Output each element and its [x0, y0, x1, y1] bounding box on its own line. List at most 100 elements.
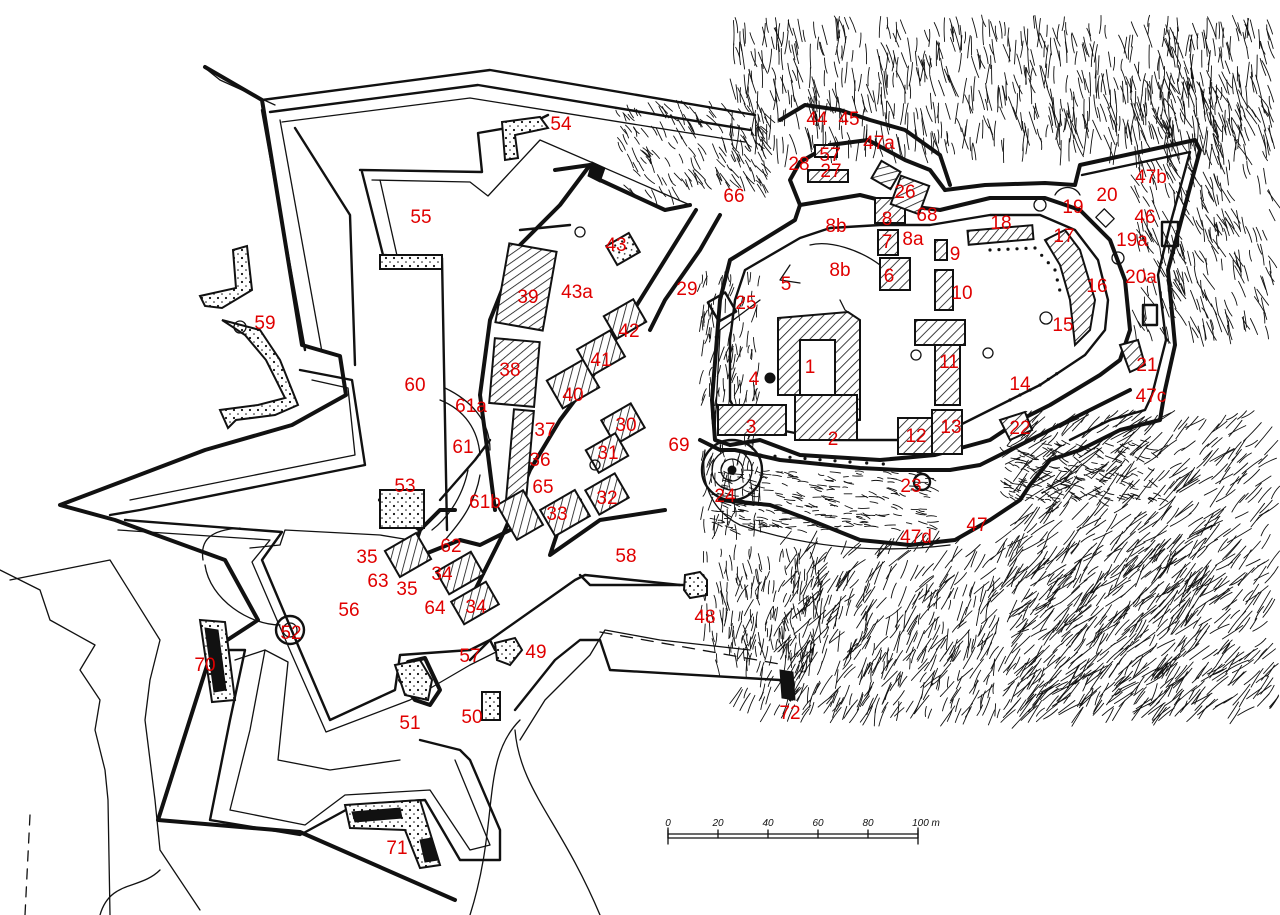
- feature-label-11: 11: [939, 352, 959, 373]
- feature-label-46: 46: [1134, 207, 1155, 228]
- feature-label-59: 59: [254, 313, 275, 334]
- feature-label-72: 72: [779, 703, 800, 724]
- feature-label-36: 36: [529, 450, 550, 471]
- feature-label-71: 71: [386, 838, 407, 859]
- feature-label-15: 15: [1052, 315, 1073, 336]
- feature-label-2: 2: [828, 429, 839, 450]
- rock-terrain-hachures: [615, 14, 1280, 729]
- feature-label-52: 52: [280, 623, 301, 644]
- feature-label-47: 47: [966, 515, 987, 536]
- feature-label-43: 43: [605, 235, 626, 256]
- upper-castle-buildings: [706, 144, 1180, 492]
- feature-label-40: 40: [562, 385, 583, 406]
- feature-label-35: 35: [396, 579, 417, 600]
- feature-label-69: 69: [668, 435, 689, 456]
- feature-label-51: 51: [399, 713, 420, 734]
- scale-tick-label: 20: [711, 818, 724, 829]
- feature-label-64: 64: [424, 598, 446, 619]
- feature-label-12: 12: [905, 426, 926, 447]
- feature-label-8b: 8b: [829, 260, 850, 281]
- feature-label-54: 54: [550, 114, 572, 135]
- feature-label-18: 18: [990, 213, 1011, 234]
- outwork-59: [198, 244, 300, 430]
- feature-label-45: 45: [838, 109, 859, 130]
- feature-label-50: 50: [461, 707, 482, 728]
- feature-label-57: 57: [819, 145, 840, 166]
- feature-label-22: 22: [1009, 418, 1030, 439]
- feature-label-41: 41: [590, 350, 611, 371]
- feature-label-35: 35: [356, 547, 377, 568]
- scale-tick-label: 80: [862, 818, 874, 829]
- feature-label-31: 31: [597, 443, 618, 464]
- parapet-dot-rows: [758, 246, 1062, 466]
- scale-tick-label: 60: [812, 818, 824, 829]
- scale-tick-label: 0: [665, 818, 671, 829]
- feature-label-66: 66: [723, 186, 744, 207]
- feature-label-28: 28: [788, 154, 809, 175]
- feature-label-68: 68: [916, 205, 937, 226]
- scale-bar: 0 20 40 60 80 100 m: [665, 818, 940, 845]
- feature-label-23: 23: [900, 476, 921, 497]
- feature-label-4: 4: [749, 369, 760, 390]
- feature-label-48: 48: [694, 607, 715, 628]
- feature-label-61a: 61a: [455, 396, 487, 417]
- feature-label-53: 53: [394, 476, 415, 497]
- feature-label-39: 39: [517, 287, 538, 308]
- feature-label-8a: 8a: [902, 229, 924, 250]
- feature-label-62: 62: [440, 536, 461, 557]
- feature-label-60: 60: [404, 375, 425, 396]
- feature-label-47b: 47b: [1135, 167, 1167, 188]
- feature-label-9: 9: [950, 244, 961, 265]
- feature-label-47a: 47a: [863, 133, 895, 154]
- feature-label-29: 29: [676, 279, 697, 300]
- feature-label-6: 6: [884, 266, 895, 287]
- feature-label-34: 34: [431, 564, 453, 585]
- feature-label-5: 5: [781, 274, 792, 295]
- scale-tick-label: 100 m: [912, 818, 940, 829]
- feature-label-32: 32: [596, 488, 617, 509]
- feature-label-42: 42: [618, 321, 639, 342]
- feature-label-19a: 19a: [1116, 230, 1148, 251]
- feature-label-16: 16: [1086, 276, 1107, 297]
- feature-label-65: 65: [532, 477, 553, 498]
- feature-label-14: 14: [1009, 374, 1031, 395]
- feature-label-17: 17: [1053, 226, 1074, 247]
- round-bastion-24: [700, 438, 764, 502]
- feature-label-8: 8: [882, 209, 893, 230]
- feature-label-47d: 47d: [900, 527, 932, 548]
- feature-label-3: 3: [746, 417, 757, 438]
- feature-label-63: 63: [367, 571, 388, 592]
- outer-fortification-walls: [0, 65, 757, 915]
- feature-label-24: 24: [714, 486, 736, 507]
- south-outwork: [469, 629, 792, 915]
- feature-label-44: 44: [806, 109, 828, 130]
- feature-label-27: 27: [820, 161, 841, 182]
- feature-label-34: 34: [465, 597, 487, 618]
- west-bailey-walls: [378, 163, 722, 707]
- feature-label-1: 1: [805, 357, 816, 378]
- feature-label-61b: 61b: [469, 492, 501, 513]
- feature-label-37: 37: [534, 420, 555, 441]
- feature-label-55: 55: [410, 207, 431, 228]
- feature-label-43a: 43a: [561, 282, 593, 303]
- feature-label-38: 38: [499, 360, 520, 381]
- feature-label-26: 26: [894, 182, 915, 203]
- west-bailey-buildings: [379, 226, 648, 626]
- feature-label-49: 49: [525, 642, 546, 663]
- feature-label-20: 20: [1096, 185, 1117, 206]
- feature-label-7: 7: [882, 232, 893, 253]
- feature-label-57: 57: [459, 646, 480, 667]
- feature-label-21: 21: [1136, 355, 1157, 376]
- feature-label-25: 25: [735, 293, 756, 314]
- feature-label-61: 61: [452, 437, 473, 458]
- feature-label-8b: 8b: [825, 216, 846, 237]
- feature-label-19: 19: [1062, 197, 1083, 218]
- feature-label-58: 58: [615, 546, 636, 567]
- scale-tick-label: 40: [762, 818, 774, 829]
- feature-label-13: 13: [940, 417, 961, 438]
- feature-label-10: 10: [951, 283, 972, 304]
- feature-label-47c: 47c: [1136, 386, 1167, 407]
- feature-label-33: 33: [546, 504, 567, 525]
